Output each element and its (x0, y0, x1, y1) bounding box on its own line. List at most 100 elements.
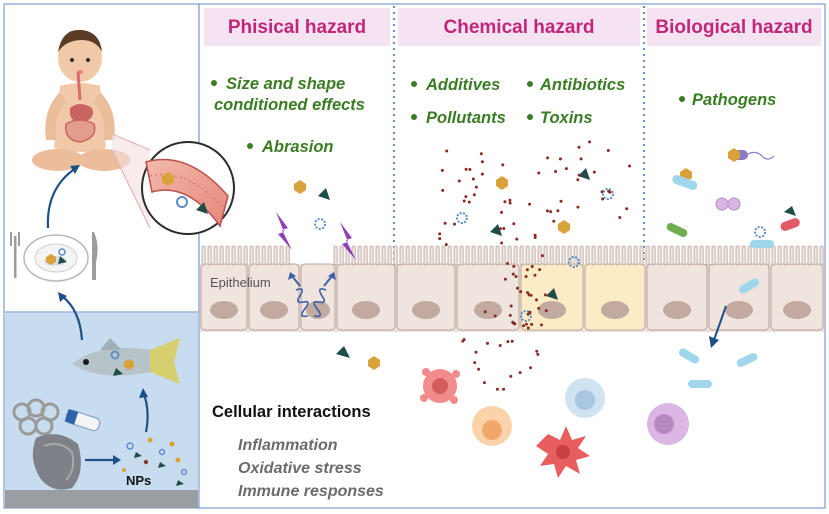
microvillus (489, 245, 494, 266)
microvillus (759, 245, 764, 266)
microvillus (735, 245, 740, 266)
microvillus (339, 245, 344, 266)
microvillus (369, 245, 374, 266)
microvillus (609, 245, 614, 266)
bullet-size-line1: Size and shape (226, 75, 345, 93)
hexagon-particle-icon (368, 356, 380, 370)
chemical-dot (559, 199, 563, 203)
microvillus (267, 245, 272, 266)
microvillus (663, 245, 668, 266)
immune-cell-icon (565, 378, 605, 418)
chemical-dot (464, 195, 468, 199)
cell-nucleus (725, 301, 753, 319)
epithelial-cell (770, 263, 824, 331)
microvillus (375, 245, 380, 266)
chemical-dot (526, 326, 530, 330)
chemical-dot (588, 140, 591, 144)
bullet-dot (411, 81, 417, 87)
chemical-dot (445, 149, 449, 153)
microvillus (789, 245, 794, 266)
sphere-particle-icon (754, 226, 766, 238)
chemical-dot (529, 366, 533, 370)
chemical-dot (538, 268, 542, 272)
chemical-dot (464, 167, 468, 171)
epithelial-cell (200, 263, 248, 331)
chemical-dot (506, 340, 510, 344)
chemical-dot (522, 324, 525, 328)
immune-cell-icon (420, 368, 460, 404)
chemical-dot (506, 262, 509, 265)
microvillus (459, 245, 464, 266)
microvillus (591, 245, 596, 266)
microvillus (273, 245, 278, 266)
microvillus (513, 245, 518, 266)
microvillus (627, 245, 632, 266)
microvillus (393, 245, 398, 266)
chemical-dot (510, 339, 514, 343)
immune-cell-icon (647, 403, 689, 445)
chemical-dot (529, 293, 533, 297)
hazards-panel: Phisical hazard Chemical hazard Biologic… (198, 3, 826, 509)
chemical-dot (537, 306, 541, 310)
bullet-dot (527, 114, 533, 120)
chemical-dot (528, 310, 532, 314)
microvillus (747, 245, 752, 266)
plastic-debris-icon (12, 398, 101, 490)
microvillus (603, 245, 608, 266)
microvillus (471, 245, 476, 266)
chemical-dot (461, 339, 465, 343)
microvillus (207, 245, 212, 266)
chemical-dot (544, 309, 548, 313)
chemical-dot (556, 209, 560, 213)
chemical-dot (592, 170, 596, 174)
microvillus (705, 245, 710, 266)
nps-label: NPs (126, 473, 151, 488)
triangle-particle-icon (490, 224, 502, 236)
chemical-dot (486, 341, 489, 345)
microvillus (441, 245, 446, 266)
microvillus (411, 245, 416, 266)
chemical-dot (471, 177, 475, 181)
chemical-dot (453, 222, 456, 226)
immune-cell-icon (472, 406, 512, 446)
chemical-dots (438, 140, 631, 391)
junction-helix-icon (291, 275, 333, 318)
chemical-dot (493, 314, 497, 318)
chemical-dot (472, 193, 476, 197)
header-chemical (398, 8, 640, 46)
chemical-dot (524, 275, 528, 278)
seabed (5, 490, 198, 508)
chemical-dot (512, 322, 516, 325)
chemical-dot (503, 200, 507, 204)
sphere-particle-icon (314, 218, 326, 230)
microvillus (771, 245, 776, 266)
microvilli (201, 245, 824, 266)
microvillus (243, 245, 248, 266)
microvillus (477, 245, 482, 266)
epithelial-cell (336, 263, 396, 331)
cellular-item-immune-responses: Immune responses (238, 483, 384, 500)
microvillus (711, 245, 716, 266)
biological-hazard-title: Biological hazard (655, 17, 812, 38)
chemical-dot (607, 189, 611, 193)
microvillus (261, 245, 266, 266)
chemical-dot (519, 290, 523, 294)
chemical-dot (535, 349, 539, 353)
hexagon-particle-icon (294, 180, 306, 194)
microvillus (357, 245, 362, 266)
microvillus (249, 245, 254, 266)
triangle-particle-icon (578, 168, 590, 180)
hexagon-particle-icon (558, 220, 570, 234)
chemical-dot (579, 157, 583, 161)
microvillus (675, 245, 680, 266)
microvillus (501, 245, 506, 266)
hexagon-particle-icon (496, 176, 508, 190)
microvillus (237, 245, 242, 266)
cell-nucleus (352, 301, 380, 319)
chemical-dot (552, 219, 556, 223)
microvillus (813, 245, 818, 266)
chemical-dot (440, 168, 444, 172)
header-physical (204, 8, 390, 46)
epithelial-cell (584, 263, 646, 331)
chemical-dot (468, 168, 472, 171)
